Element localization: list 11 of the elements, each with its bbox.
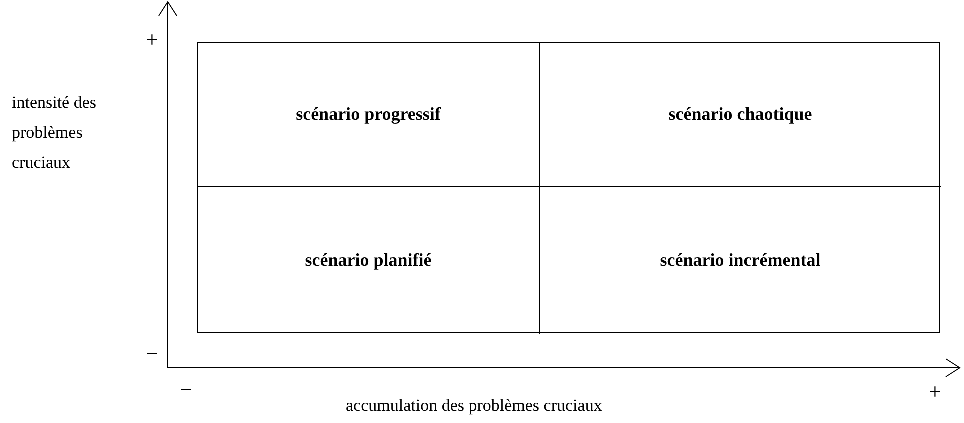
scenario-label: scénario planifié bbox=[305, 250, 432, 271]
scenario-cell bbox=[198, 43, 540, 187]
axis-min-sign: − bbox=[180, 380, 192, 400]
scenario-label: scénario chaotique bbox=[668, 104, 812, 125]
scenario-label: scénario progressif bbox=[296, 104, 441, 125]
axis-max-sign: + bbox=[146, 30, 158, 50]
axis-min-sign: − bbox=[146, 344, 158, 364]
axis-title: intensité des problèmes cruciaux bbox=[12, 92, 98, 174]
scenario-label: scénario incrémental bbox=[660, 250, 821, 271]
axis-max-sign: + bbox=[929, 382, 942, 402]
axis-title: accumulation des problèmes cruciaux bbox=[346, 396, 602, 416]
